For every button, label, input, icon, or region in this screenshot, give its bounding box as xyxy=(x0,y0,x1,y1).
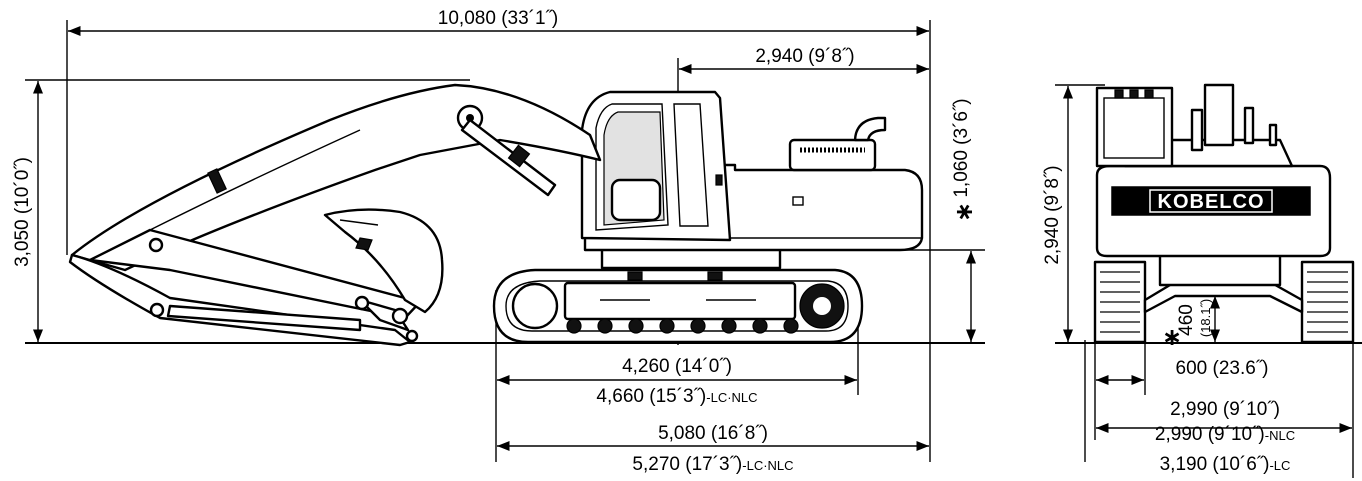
shoe-width-label: 600 (23.6˝) xyxy=(1176,358,1269,379)
ground-clearance-label: 460 xyxy=(1176,304,1197,336)
overall-width-nlc-label: 2,990 (9´10˝)-NLC xyxy=(1155,424,1295,445)
overall-width-label: 2,990 (9´10˝) xyxy=(1170,399,1280,420)
front-boom xyxy=(1203,83,1235,147)
crawler-length-lc-label: 5,270 (17´3˝)-LC·NLC xyxy=(632,454,793,475)
overall-width-lc-label: 3,190 (10´6˝)-LC xyxy=(1160,454,1291,475)
exhaust-stack xyxy=(853,116,887,142)
footnote-marker: ∗ xyxy=(950,202,978,222)
front-view: 2,940 (9´8˝) 600 (23.6˝) 2,990 (9´10˝) 2… xyxy=(1042,83,1362,478)
tail-swing-label: 2,940 (9´8˝) xyxy=(755,46,854,67)
track-rollers xyxy=(566,318,799,334)
side-view: 10,080 (33´1˝) 2,940 (9´8˝) 3,050 (10´0˝… xyxy=(12,8,985,475)
arm-cylinder xyxy=(166,304,362,332)
front-machine: KOBELCO xyxy=(1093,83,1355,344)
footnote-marker: ∗ xyxy=(1162,323,1182,351)
front-cab xyxy=(1095,86,1174,168)
brand-logo: KOBELCO xyxy=(1158,191,1265,213)
bucket xyxy=(323,208,444,343)
ground-clearance-inch-label: (18.1˝) xyxy=(1198,299,1213,337)
tumbler-distance-lc-label: 4,660 (15´3˝)-LC·NLC xyxy=(596,386,757,407)
overall-length-label: 10,080 (33´1˝) xyxy=(438,8,558,29)
crawler-length-label: 5,080 (16´8˝) xyxy=(658,423,768,444)
tumbler-distance-label: 4,260 (14´0˝) xyxy=(622,356,732,377)
engine-hood xyxy=(788,138,877,172)
cab-height-label: 2,940 (9´8˝) xyxy=(1042,165,1063,264)
crawler-track xyxy=(492,268,864,344)
idler-wheel xyxy=(511,282,559,330)
clearance-label: 1,060 (3´6˝) xyxy=(951,98,972,197)
overall-height-label: 3,050 (10´0˝) xyxy=(12,157,33,267)
